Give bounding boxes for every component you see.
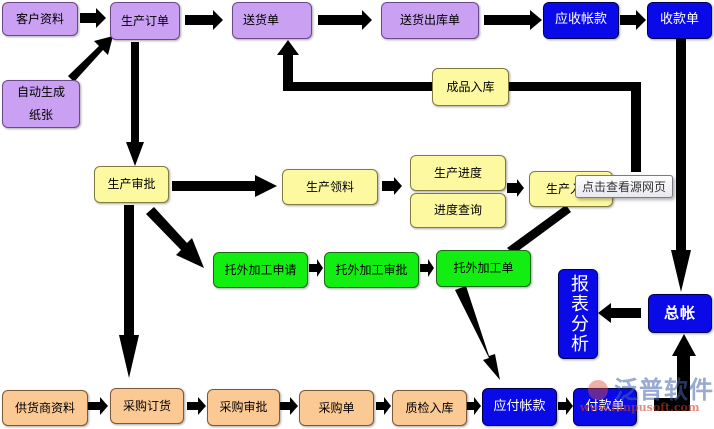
arrow-receipt-to-ledger xyxy=(671,38,691,292)
node-label: 成品入库 xyxy=(446,79,495,94)
node-receipt[interactable]: 收款单 xyxy=(647,2,712,39)
arrow-auto-to-order xyxy=(68,36,113,82)
arrow-purchase-to-papproval xyxy=(187,397,206,415)
arrow-supplier-to-purchase xyxy=(88,397,108,415)
node-outsource-order[interactable]: 托外加工单 xyxy=(436,250,531,287)
node-supplier-data[interactable]: 供货商资料 xyxy=(2,390,88,426)
node-label: 送货单 xyxy=(243,13,280,28)
view-source-tooltip: 点击查看源网页 xyxy=(575,175,674,198)
node-label: 采购订货 xyxy=(122,398,171,413)
arrow-approval-to-material xyxy=(172,175,277,197)
node-label: 生产订单 xyxy=(120,13,169,28)
arrow-ledger-to-report xyxy=(598,303,641,323)
node-label: 托外加工审批 xyxy=(335,262,408,277)
node-label: 总帐 xyxy=(663,304,696,323)
node-label: 供货商资料 xyxy=(14,400,75,415)
arrow-order-to-delivery xyxy=(185,10,223,30)
arrow-slip-to-qc xyxy=(376,397,391,415)
node-label: 生产入 xyxy=(546,181,583,196)
node-outsource-approval[interactable]: 托外加工审批 xyxy=(324,252,419,288)
node-production-material[interactable]: 生产领料 xyxy=(282,169,378,205)
arrow-outbound-to-receivable xyxy=(484,10,542,30)
node-customer-data[interactable]: 客户资料 xyxy=(2,2,78,36)
node-label: 自动生成纸张 xyxy=(16,85,65,122)
arrow-oapproval-to-oorder xyxy=(420,259,434,277)
arrow-finished-to-delivery xyxy=(509,82,641,172)
node-label: 付款单 xyxy=(585,398,625,414)
node-label: 采购审批 xyxy=(219,400,268,415)
arrow-outsource-to-payable xyxy=(455,286,500,380)
arrow-progress-to-complete xyxy=(507,179,524,197)
node-label: 托外加工单 xyxy=(453,261,514,276)
node-purchase-slip[interactable]: 采购单 xyxy=(299,390,374,426)
node-general-ledger[interactable]: 总帐 xyxy=(648,294,712,333)
arrow-approval-to-purchase xyxy=(119,205,139,378)
node-finished-goods-in[interactable]: 成品入库 xyxy=(432,68,509,106)
arrow-receivable-to-receipt xyxy=(620,10,646,30)
arrow-customer-to-order xyxy=(80,8,106,28)
node-outsource-request[interactable]: 托外加工申请 xyxy=(213,252,308,288)
node-label: 应付帐款 xyxy=(493,398,546,414)
tooltip-text: 点击查看源网页 xyxy=(582,180,667,194)
arrow-outsource-to-complete xyxy=(507,205,571,254)
node-production-order[interactable]: 生产订单 xyxy=(110,2,180,40)
node-payable[interactable]: 应付帐款 xyxy=(482,388,557,426)
node-delivery-outbound[interactable]: 送货出库单 xyxy=(381,2,479,39)
node-label: 送货出库单 xyxy=(399,13,460,28)
node-receivable[interactable]: 应收帐款 xyxy=(543,2,619,39)
node-label: 应收帐款 xyxy=(554,12,607,28)
node-label: 采购单 xyxy=(318,400,355,415)
arrow-papproval-to-slip xyxy=(280,397,298,415)
node-label: 生产进度 xyxy=(433,165,482,180)
node-label: 报表分析 xyxy=(568,274,589,354)
arrow-payment-to-ledger xyxy=(654,334,696,411)
arrow-material-to-progress xyxy=(382,177,402,195)
node-progress-query[interactable]: 进度查询 xyxy=(410,193,506,228)
arrow-request-to-approval xyxy=(309,259,323,277)
node-label: 生产审批 xyxy=(107,177,156,192)
node-label: 客户资料 xyxy=(15,11,64,26)
node-label: 进度查询 xyxy=(433,203,482,218)
node-report-analysis[interactable]: 报表分析 xyxy=(558,269,598,359)
node-payment[interactable]: 付款单 xyxy=(573,388,637,426)
arrow-payable-to-payment xyxy=(558,397,573,415)
node-purchase-order[interactable]: 采购订货 xyxy=(110,388,184,424)
arrow-approval-to-outsource xyxy=(146,207,204,268)
arrow-delivery-to-outbound xyxy=(318,10,372,30)
arrow-finished-to-delivery-seg xyxy=(283,82,433,91)
node-label: 收款单 xyxy=(659,12,699,28)
node-label: 生产领料 xyxy=(305,179,354,194)
node-label: 托外加工申请 xyxy=(224,262,297,277)
node-purchase-approval[interactable]: 采购审批 xyxy=(207,389,280,426)
arrow-qc-to-payable xyxy=(467,397,481,415)
node-qc-inbound[interactable]: 质检入库 xyxy=(392,390,467,426)
node-production-approval[interactable]: 生产审批 xyxy=(94,166,169,203)
node-label: 质检入库 xyxy=(405,400,454,415)
node-auto-generate[interactable]: 自动生成纸张 xyxy=(2,80,80,128)
arrow-order-to-approval xyxy=(126,42,144,166)
node-production-progress[interactable]: 生产进度 xyxy=(410,155,506,191)
node-delivery-note[interactable]: 送货单 xyxy=(232,2,312,39)
